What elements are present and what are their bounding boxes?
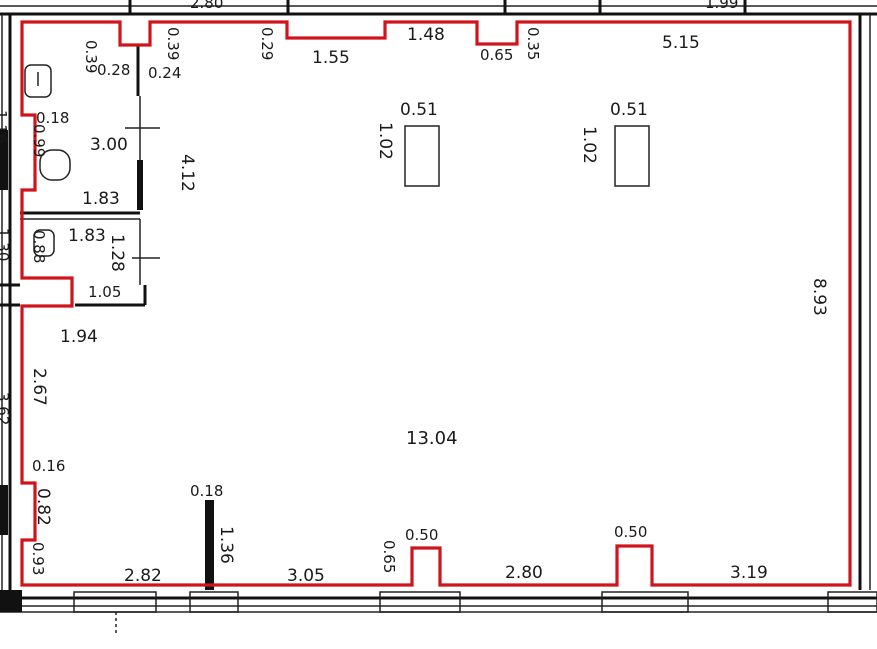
dim-0-65-top: 0.65 bbox=[480, 46, 513, 64]
dim-8-93: 8.93 bbox=[809, 278, 829, 316]
dim-1-83-a: 1.83 bbox=[82, 189, 120, 209]
exterior-walls: 1.16 bbox=[0, 0, 877, 635]
dim-0-29: 0.29 bbox=[258, 27, 276, 60]
dim-13-04: 13.04 bbox=[406, 428, 458, 449]
dim-4-12: 4.12 bbox=[177, 154, 197, 192]
dim-2-80: 2.80 bbox=[505, 563, 543, 583]
apartment-outline bbox=[20, 20, 852, 587]
dim-2-67: 2.67 bbox=[29, 368, 49, 406]
dim-0-18-left: 0.18 bbox=[36, 109, 69, 127]
dim-0-39-b: 0.39 bbox=[164, 27, 182, 60]
dim-0-39-a: 0.39 bbox=[82, 40, 100, 73]
dim-1-05: 1.05 bbox=[88, 283, 121, 301]
pillar-left bbox=[404, 125, 440, 187]
dim-0-82: 0.82 bbox=[33, 488, 53, 526]
dim-0-65-bottom: 0.65 bbox=[380, 540, 398, 573]
dim-5-15: 5.15 bbox=[662, 33, 700, 53]
dim-0-50-b: 0.50 bbox=[614, 523, 647, 541]
dim-0-51-b: 0.51 bbox=[610, 100, 648, 120]
dim-0-51-a: 0.51 bbox=[400, 100, 438, 120]
dim-0-50-a: 0.50 bbox=[405, 526, 438, 544]
dim-0-28: 0.28 bbox=[97, 61, 130, 79]
dim-0-99: 0.99 bbox=[30, 124, 48, 157]
dim-0-16: 0.16 bbox=[32, 457, 65, 475]
dim-0-18-col: 0.18 bbox=[190, 482, 223, 500]
dim-0-93: 0.93 bbox=[29, 542, 47, 575]
dim-3-05: 3.05 bbox=[287, 566, 325, 586]
dim-2-82: 2.82 bbox=[124, 566, 162, 586]
svg-text:1.16: 1.16 bbox=[0, 110, 10, 143]
pillar-right bbox=[614, 125, 650, 187]
dim-1-30: 1.30 bbox=[0, 228, 12, 261]
dim-3-19: 3.19 bbox=[730, 563, 768, 583]
dimension-labels: 2.80 1.99 0.39 0.28 0.39 0.24 0.29 1.55 … bbox=[0, 0, 829, 586]
bathroom-partitions bbox=[20, 46, 160, 307]
dim-1-02-b: 1.02 bbox=[579, 126, 599, 164]
interior-column bbox=[205, 500, 214, 590]
dim-1-48: 1.48 bbox=[407, 25, 445, 45]
dim-top-cut-1: 2.80 bbox=[190, 0, 223, 12]
dim-3-62: 3.62 bbox=[0, 392, 12, 425]
dim-1-55: 1.55 bbox=[312, 48, 350, 68]
dim-1-02-a: 1.02 bbox=[375, 122, 395, 160]
dim-0-88: 0.88 bbox=[30, 230, 48, 263]
dim-0-24: 0.24 bbox=[148, 64, 181, 82]
dim-1-28: 1.28 bbox=[107, 234, 127, 272]
dim-1-83-b: 1.83 bbox=[68, 226, 106, 246]
dim-1-36: 1.36 bbox=[216, 526, 236, 564]
dim-1-94: 1.94 bbox=[60, 327, 98, 347]
dim-top-cut-2: 1.99 bbox=[705, 0, 738, 12]
dim-0-35: 0.35 bbox=[524, 27, 542, 60]
dim-3-00: 3.00 bbox=[90, 135, 128, 155]
